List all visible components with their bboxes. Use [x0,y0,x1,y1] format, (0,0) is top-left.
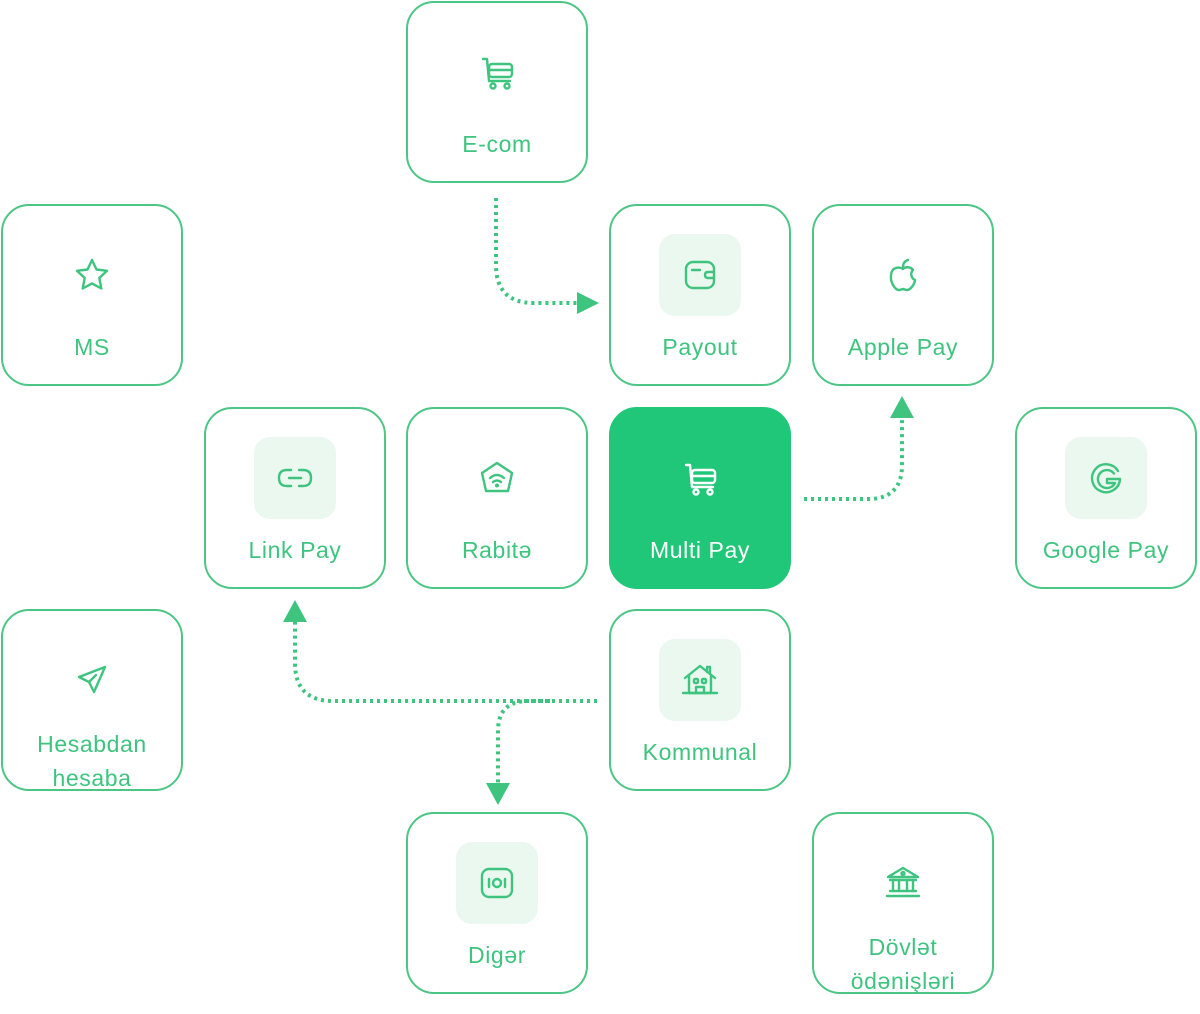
kommunal-card[interactable]: Kommunal [609,609,791,791]
payout-label: Payout [662,334,738,360]
dovlet-icon-wrap [862,842,944,924]
dovlet-label-line2: ödənişləri [850,968,956,994]
rabite-icon-wrap [456,437,538,519]
ecom-card[interactable]: E-com [406,1,588,183]
dovlet-label: Dövlət ödənişləri [814,930,992,998]
hesabdan-label-line2: hesaba [52,765,132,791]
diger-card[interactable]: Digər [406,812,588,994]
google-icon [1090,463,1122,494]
link-pay-label: Link Pay [248,537,342,563]
link-pay-card[interactable]: Link Pay [204,407,386,589]
ms-label: MS [74,334,110,360]
wallet-icon [684,260,716,290]
google-pay-label: Google Pay [1042,537,1170,563]
apple-icon [889,258,917,292]
send-icon [77,665,107,694]
multi-pay-card[interactable]: Multi Pay [609,407,791,589]
arrow-ecom-to-payout [494,198,578,305]
hesabdan-label: Hesabdan hesaba [3,727,181,795]
hesabdan-icon-wrap [51,639,133,721]
diger-icon-wrap [456,842,538,924]
payout-card[interactable]: Payout [609,204,791,386]
link-icon [277,468,313,488]
rabite-label: Rabitə [461,537,533,563]
arrowhead-payout [577,292,599,314]
wifi-home-icon [480,461,514,493]
star-icon [75,258,109,290]
google-pay-card[interactable]: Google Pay [1015,407,1197,589]
arrow-kommunal-to-diger [496,699,550,784]
apple-pay-label: Apple Pay [847,334,959,360]
apple-pay-icon-wrap [862,234,944,316]
arrowhead-applepay [890,396,914,418]
apple-pay-card[interactable]: Apple Pay [812,204,994,386]
cart-icon [684,463,717,496]
dovlet-label-line1: Dövlət [868,934,938,960]
ms-card[interactable]: MS [1,204,183,386]
arrowhead-diger [486,783,510,805]
arrow-multipay-to-applepay [804,416,904,501]
kommunal-label: Kommunal [642,739,758,765]
google-pay-icon-wrap [1065,437,1147,519]
house-icon [681,664,719,695]
ecom-label: E-com [462,131,532,157]
payout-icon-wrap [659,234,741,316]
arrowhead-linkpay [283,600,307,622]
rabite-card[interactable]: Rabitə [406,407,588,589]
multi-pay-label: Multi Pay [650,537,750,563]
ecom-icon-wrap [456,31,538,113]
multi-pay-icon-wrap [659,437,741,519]
hesabdan-label-line1: Hesabdan [37,731,147,757]
bank-icon [885,866,921,898]
kommunal-icon-wrap [659,639,741,721]
cash-icon [480,867,514,899]
ms-icon-wrap [51,234,133,316]
diger-label: Digər [468,942,526,968]
dovlet-odenisleri-card[interactable]: Dövlət ödənişləri [812,812,994,994]
cart-icon [481,57,514,90]
hesabdan-hesaba-card[interactable]: Hesabdan hesaba [1,609,183,791]
arrow-kommunal-to-linkpay [293,620,597,703]
link-pay-icon-wrap [254,437,336,519]
